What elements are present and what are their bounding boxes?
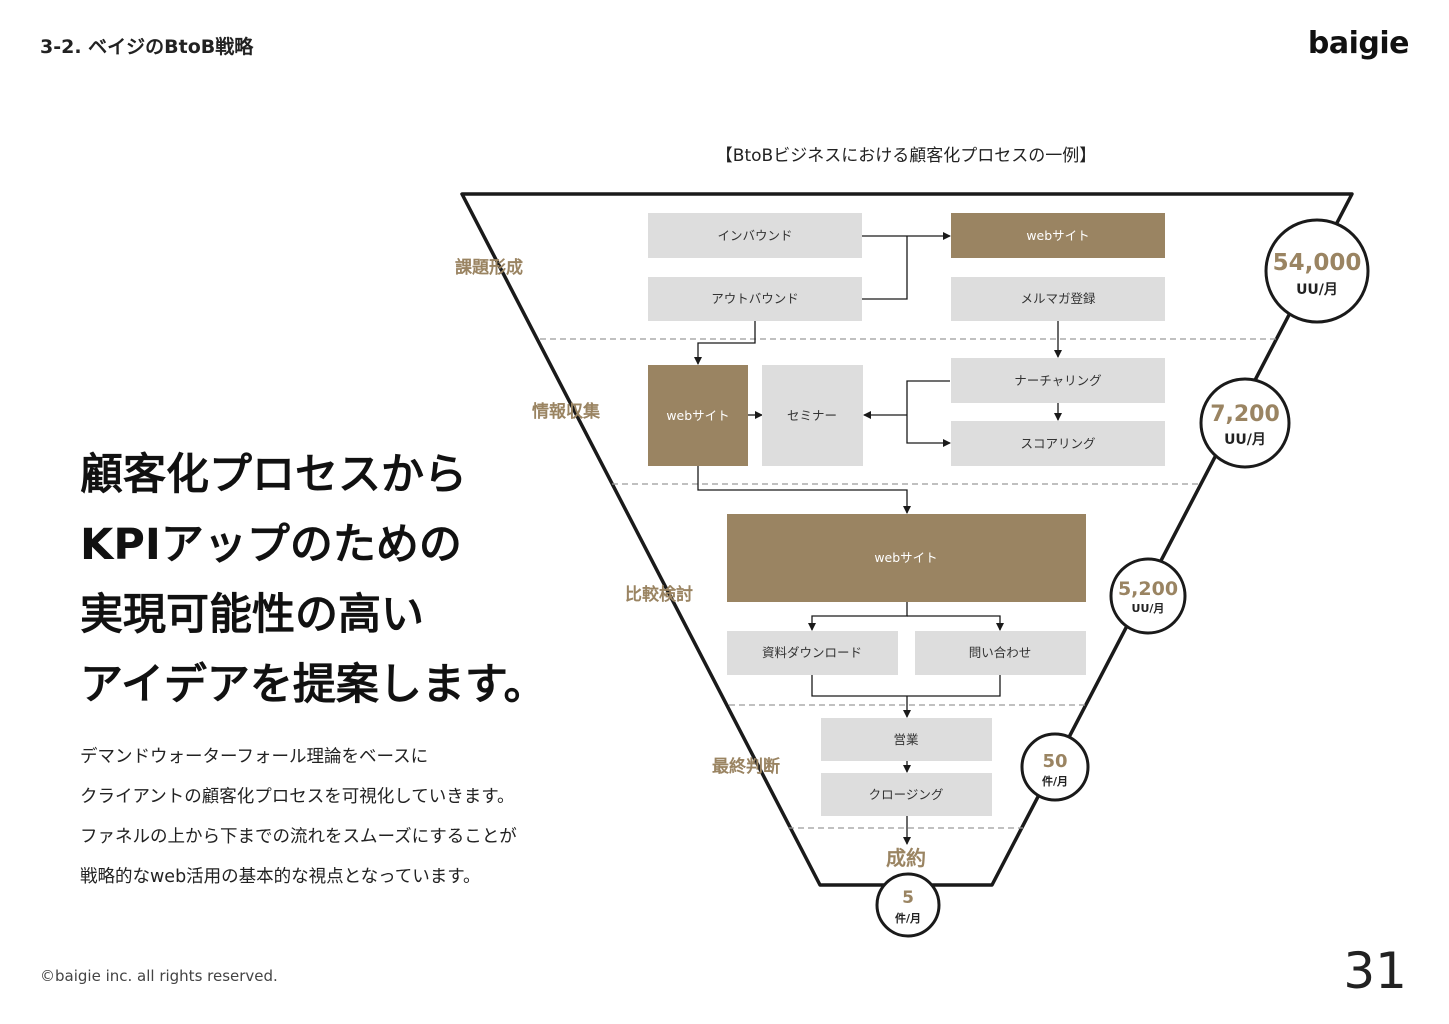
box-download: 資料ダウンロード: [727, 631, 898, 675]
box-label: webサイト: [874, 550, 937, 565]
body-line: クライアントの顧客化プロセスを可視化していきます。: [80, 787, 515, 807]
headline-line: KPIアップのための: [80, 520, 462, 570]
metric-unit: UU/月: [1224, 432, 1266, 448]
metric-value: 5,200: [1118, 578, 1178, 600]
box-seminar: セミナー: [762, 365, 863, 466]
box-label: webサイト: [1026, 228, 1089, 243]
brand-logo: baigie: [1307, 26, 1410, 61]
metric-unit: UU/月: [1296, 282, 1338, 298]
headline-line: アイデアを提案します。: [80, 660, 547, 710]
box-label: クロージング: [869, 787, 944, 802]
box-inbound: インバウンド: [648, 213, 862, 258]
copyright: ©baigie inc. all rights reserved.: [40, 967, 278, 985]
metric-circle-50: 50 件/月: [1020, 732, 1090, 802]
box-website-2: webサイト: [648, 365, 748, 466]
metric-unit: 件/月: [1042, 774, 1068, 788]
box-label: インバウンド: [717, 228, 792, 243]
metric-value: 54,000: [1273, 250, 1362, 276]
metric-value: 50: [1042, 751, 1067, 772]
stage-label-hikaku: 比較検討: [625, 584, 693, 605]
stage-label-joho: 情報収集: [532, 401, 601, 422]
metric-circle-7200: 7,200 UU/月: [1199, 377, 1291, 469]
box-nurturing: ナーチャリング: [951, 358, 1165, 403]
box-label: 資料ダウンロード: [762, 645, 862, 660]
body-line: デマンドウォーターフォール理論をベースに: [80, 747, 429, 767]
stage-label-kadai: 課題形成: [455, 257, 523, 278]
headline: 顧客化プロセスから KPIアップのための 実現可能性の高い アイデアを提案します…: [80, 440, 547, 720]
box-label: 営業: [893, 732, 919, 747]
box-scoring: スコアリング: [951, 421, 1165, 466]
box-label: メルマガ登録: [1020, 291, 1096, 306]
box-mailmag: メルマガ登録: [951, 277, 1165, 321]
funnel-outline: [460, 192, 1354, 887]
box-outbound: アウトバウンド: [648, 277, 862, 321]
box-website-3: webサイト: [727, 514, 1086, 602]
box-label: 問い合わせ: [969, 645, 1032, 660]
stage-label-saishu: 最終判断: [712, 756, 780, 777]
box-label: スコアリング: [1020, 436, 1095, 451]
section-title: 3-2. ベイジのBtoB戦略: [40, 36, 254, 58]
box-closing: クロージング: [821, 773, 992, 816]
stage-label-seiyaku: 成約: [886, 846, 926, 870]
metric-value: 5: [902, 888, 914, 908]
body-line: 戦略的なweb活用の基本的な視点となっています。: [80, 867, 481, 887]
box-inquiry: 問い合わせ: [915, 631, 1086, 675]
box-label: アウトバウンド: [711, 291, 799, 306]
metric-circle-5200: 5,200 UU/月: [1109, 557, 1187, 635]
metric-unit: UU/月: [1132, 602, 1165, 615]
box-label: ナーチャリング: [1014, 373, 1101, 388]
body-text: デマンドウォーターフォール理論をベースに クライアントの顧客化プロセスを可視化し…: [80, 737, 517, 897]
metric-unit: 件/月: [895, 911, 921, 925]
metric-circle-5: 5 件/月: [875, 872, 941, 938]
metric-value: 7,200: [1210, 402, 1280, 427]
headline-line: 実現可能性の高い: [80, 590, 424, 640]
body-line: ファネルの上から下までの流れをスムーズにすることが: [80, 827, 517, 847]
box-sales: 営業: [821, 718, 992, 761]
flow-connectors: [694, 232, 1062, 845]
stage-separators: [540, 338, 1276, 829]
box-website-1: webサイト: [951, 213, 1165, 258]
page-number: 31: [1343, 942, 1407, 1000]
box-label: webサイト: [666, 408, 729, 423]
metric-circle-54000: 54,000 UU/月: [1264, 218, 1370, 324]
diagram-title: 【BtoBビジネスにおける顧客化プロセスの一例】: [716, 146, 1096, 166]
box-label: セミナー: [787, 408, 837, 423]
headline-line: 顧客化プロセスから: [80, 450, 467, 500]
